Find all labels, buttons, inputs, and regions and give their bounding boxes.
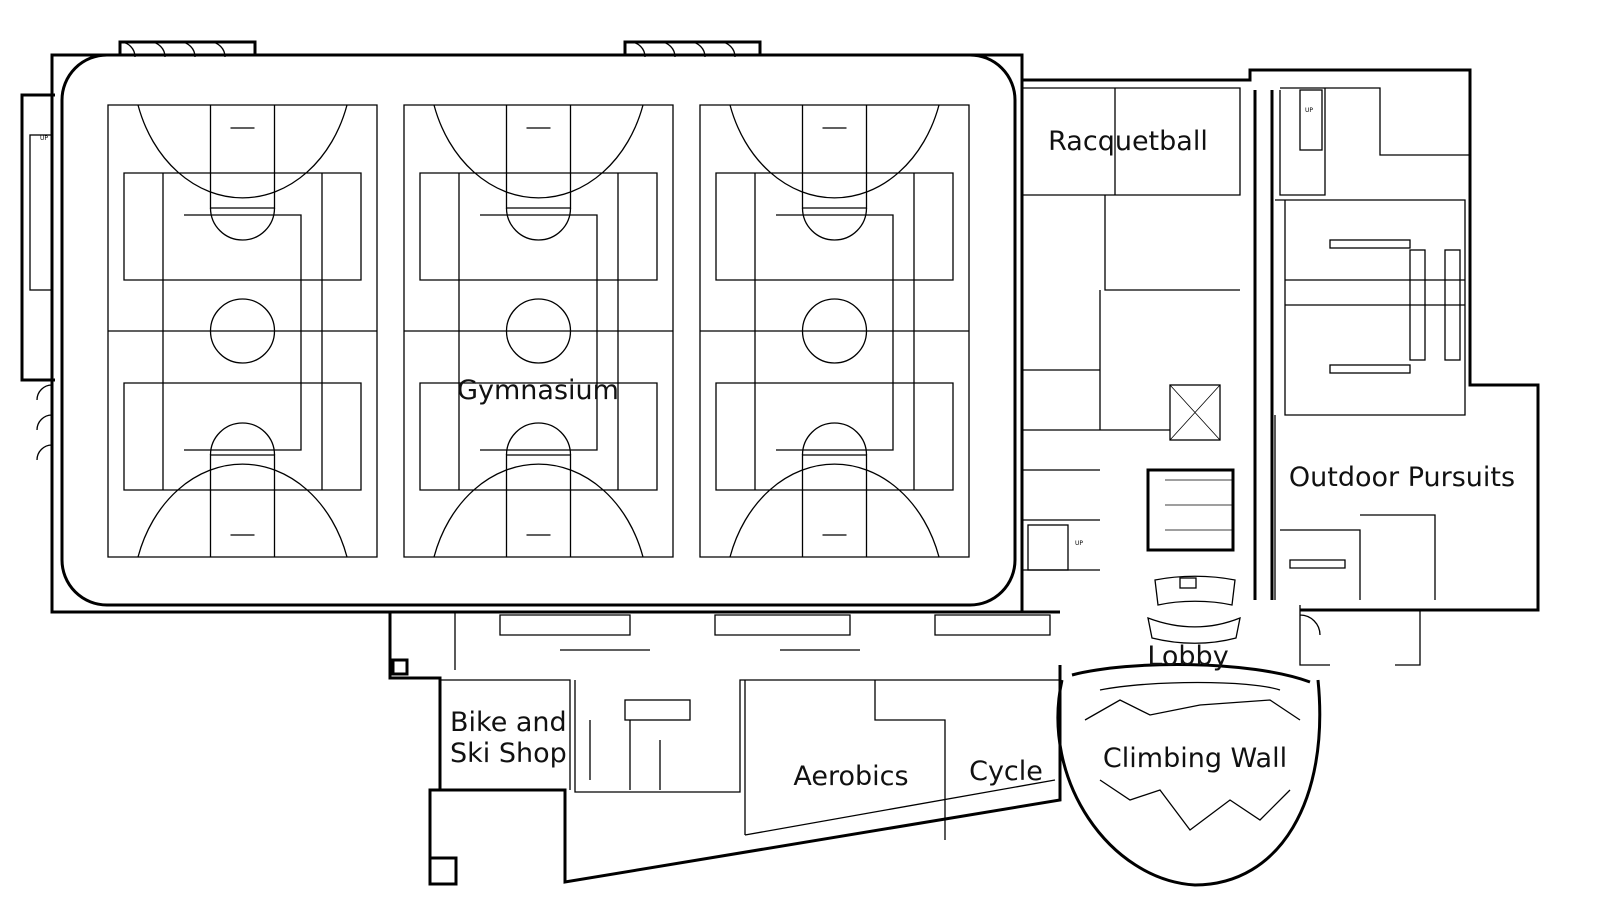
court-line: [729, 104, 940, 558]
court-line: [699, 104, 970, 558]
racquetball-and-services: UP UP: [1020, 68, 1540, 666]
room-label-gymnasium: Gymnasium: [457, 375, 619, 406]
court-line: [505, 105, 572, 557]
court-line: [480, 214, 598, 451]
court-line: [209, 207, 276, 456]
room-label-bike-shop-line2: Ski Shop: [450, 738, 567, 769]
court-line: [526, 127, 551, 536]
room-label-cycle: Cycle: [969, 756, 1043, 787]
court-line: [754, 173, 915, 490]
room-label-lobby: Lobby: [1147, 641, 1228, 672]
center-circle: [505, 298, 572, 364]
court-line: [162, 173, 323, 490]
court-line: [458, 173, 619, 490]
court-line: [137, 104, 348, 558]
court-line: [433, 104, 644, 558]
court-line: [107, 104, 378, 558]
stair-label-lobby: UP: [1075, 540, 1083, 547]
court-line: [801, 207, 868, 456]
room-label-climbing-wall: Climbing Wall: [1103, 743, 1287, 774]
court-line: [776, 214, 894, 451]
court-line: [123, 382, 362, 491]
court-line: [419, 172, 658, 281]
court-line: [419, 382, 658, 491]
room-label-racquetball: Racquetball: [1048, 126, 1208, 157]
court-line: [230, 127, 255, 536]
court-line: [822, 127, 847, 536]
court-line: [403, 104, 674, 558]
room-label-bike-shop-line1: Bike and: [450, 707, 567, 738]
court-line: [715, 382, 954, 491]
stair-label-left: UP: [40, 135, 48, 142]
gymnasium-area: UP: [20, 40, 1024, 614]
room-label-aerobics: Aerobics: [793, 761, 908, 792]
court-line: [209, 105, 276, 557]
basketball-court: [107, 104, 378, 558]
stair-label-right: UP: [1305, 107, 1313, 114]
center-circle: [209, 298, 276, 364]
court-line: [801, 105, 868, 557]
center-circle: [801, 298, 868, 364]
court-line: [505, 207, 572, 456]
basketball-courts: [107, 104, 970, 558]
basketball-court: [699, 104, 970, 558]
court-line: [184, 214, 302, 451]
basketball-court: [403, 104, 674, 558]
court-line: [123, 172, 362, 281]
court-line: [715, 172, 954, 281]
lower-wing: [388, 610, 1062, 886]
climbing-wall-area: [1056, 663, 1322, 887]
room-label-outdoor-pursuits: Outdoor Pursuits: [1289, 462, 1515, 493]
